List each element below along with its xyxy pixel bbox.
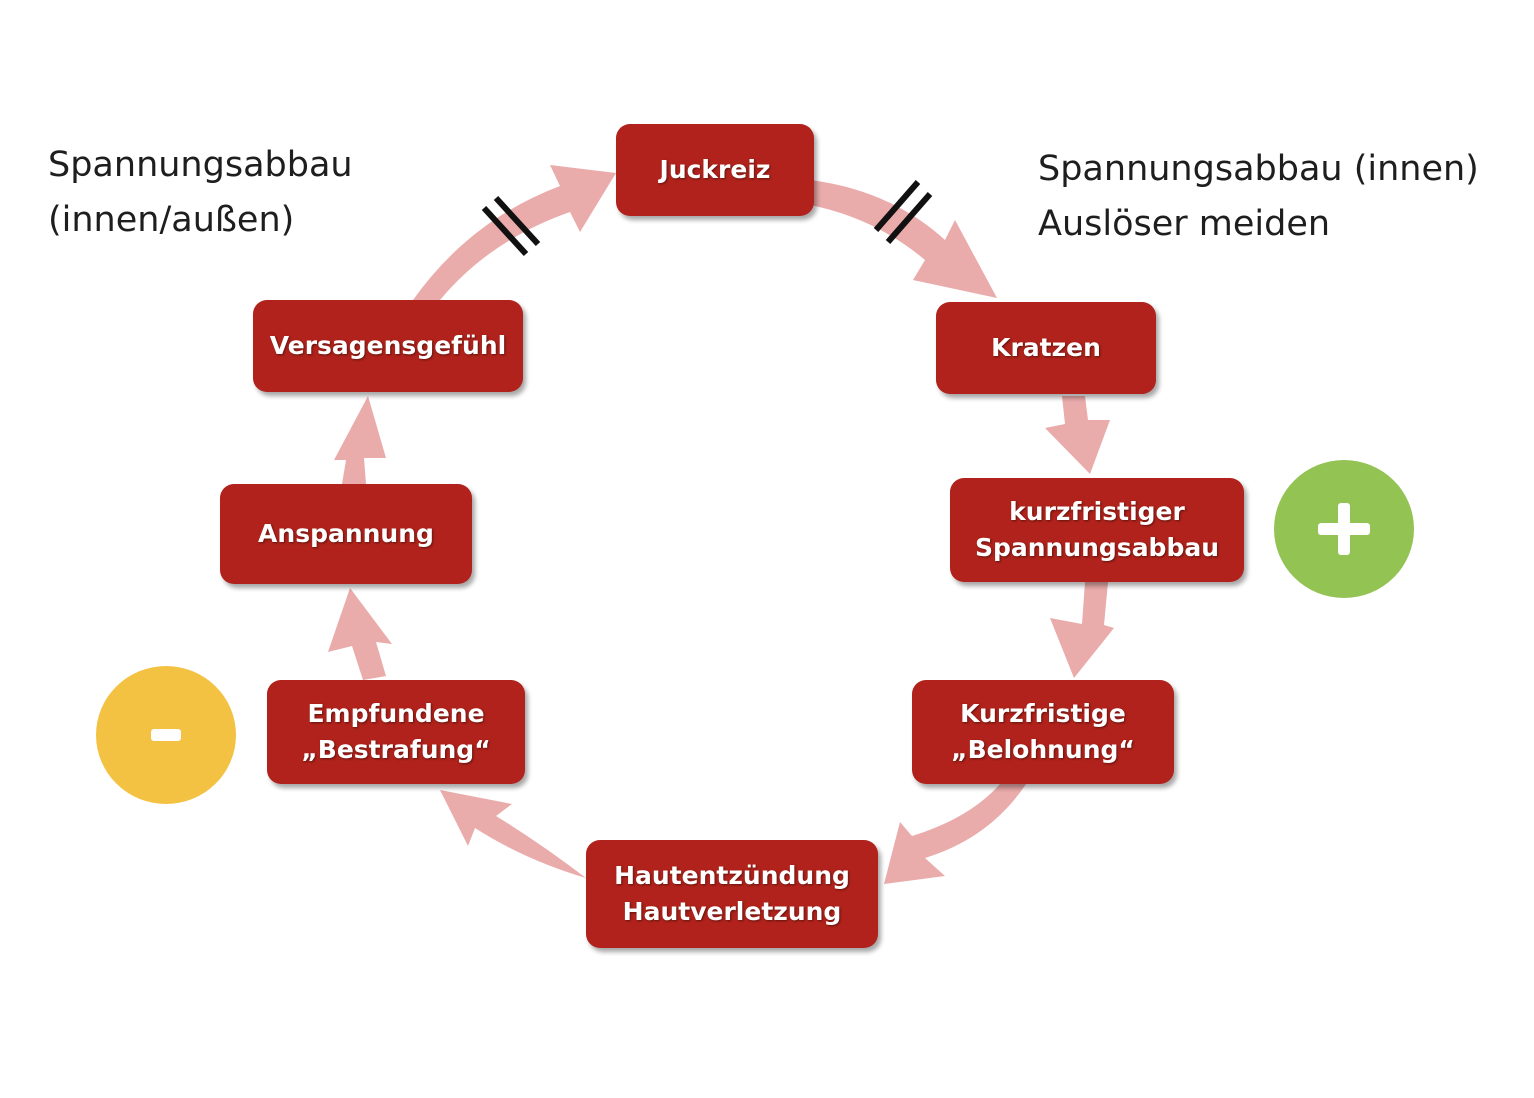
- interrupt-mark-right-1: [873, 180, 921, 232]
- node-kurzfristiger-spannungsabbau: kurzfristiger Spannungsabbau: [950, 478, 1244, 582]
- minus-badge: [96, 666, 236, 804]
- node-empfundene-bestrafung: Empfundene „Bestrafung“: [267, 680, 525, 784]
- node-kratzen-label: Kratzen: [991, 333, 1101, 362]
- note-left: Spannungsabbau (innen/außen): [48, 138, 353, 248]
- interrupt-mark-left-1: [481, 205, 529, 257]
- node-bestrafung-line-2: „Bestrafung“: [301, 735, 491, 764]
- node-anspannung-label: Anspannung: [258, 519, 434, 548]
- arrow-spannungsabbau-to-belohnung: [1050, 582, 1114, 678]
- node-belohnung-line-1: Kurzfristige: [960, 699, 1126, 728]
- arrow-anspannung-to-versagensgefuehl: [334, 396, 386, 484]
- minus-icon: [151, 729, 181, 741]
- node-kratzen: Kratzen: [936, 302, 1156, 394]
- note-right: Spannungsabbau (innen) Auslöser meiden: [1038, 142, 1479, 252]
- node-hautentzuendung: Hautentzündung Hautverletzung: [586, 840, 878, 948]
- node-bestrafung-line-1: Empfundene: [307, 699, 485, 728]
- interrupt-mark-left-2: [493, 195, 541, 247]
- note-left-line-2: (innen/außen): [48, 200, 295, 240]
- note-right-line-1: Spannungsabbau (innen): [1038, 149, 1479, 189]
- node-hautentzuendung-line-1: Hautentzündung: [614, 861, 850, 890]
- node-anspannung: Anspannung: [220, 484, 472, 584]
- node-spannungsabbau-line-1: kurzfristiger: [1009, 497, 1185, 526]
- node-kurzfristige-belohnung: Kurzfristige „Belohnung“: [912, 680, 1174, 784]
- node-hautentzuendung-line-2: Hautverletzung: [622, 897, 842, 926]
- arrow-belohnung-to-hautentzuendung: [884, 784, 1026, 884]
- arrow-kratzen-to-spannungsabbau: [1045, 396, 1110, 474]
- arrow-versagensgefuehl-to-juckreiz: [413, 165, 616, 300]
- node-versagensgefuehl: Versagensgefühl: [253, 300, 523, 392]
- note-right-line-2: Auslöser meiden: [1038, 204, 1331, 244]
- plus-badge: [1274, 460, 1414, 598]
- node-versagensgefuehl-label: Versagensgefühl: [269, 331, 507, 360]
- arrow-bestrafung-to-anspannung: [328, 588, 392, 680]
- interrupt-mark-right-2: [885, 192, 933, 244]
- node-spannungsabbau-line-2: Spannungsabbau: [974, 533, 1220, 562]
- node-juckreiz: Juckreiz: [616, 124, 814, 216]
- arrow-juckreiz-to-kratzen: [810, 180, 997, 298]
- plus-icon: [1318, 503, 1370, 555]
- node-belohnung-line-2: „Belohnung“: [951, 735, 1135, 764]
- note-left-line-1: Spannungsabbau: [48, 145, 353, 185]
- node-juckreiz-label: Juckreiz: [659, 155, 771, 184]
- arrow-hautentzuendung-to-bestrafung: [440, 790, 586, 904]
